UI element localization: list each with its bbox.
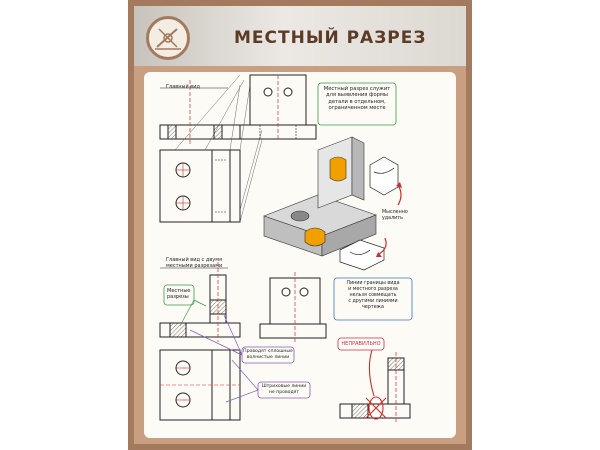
main-view-sections-label: Главный вид с двумя местными разрезами (166, 257, 223, 269)
definition-note-frame (317, 82, 397, 126)
side-view (239, 74, 317, 140)
mentally-remove-label: Мысленно удалить (382, 210, 408, 221)
boundary-note-frame (333, 277, 413, 321)
arrow-remove-top (397, 184, 402, 206)
wavy-note-frame (241, 346, 295, 364)
removed-piece-top (369, 156, 399, 196)
callout-lines (179, 299, 259, 403)
isometric-part (263, 136, 377, 257)
drafting-tools-icon (146, 16, 190, 60)
main-view-label: Главный вид (166, 84, 200, 90)
hatch-lines-note: Штриховые линии не проводят (261, 384, 307, 395)
removed-piece-bottom (339, 239, 385, 271)
sectioned-view (159, 262, 241, 342)
bottom-plan-view (159, 349, 241, 421)
hatch-note-frame (257, 381, 311, 399)
arrow-remove-bottom (378, 237, 387, 255)
center-side-view (259, 272, 327, 342)
boundary-note: Линии границы вида и местного разреза не… (346, 281, 400, 310)
wrong-label: НЕПРАВИЛЬНО (341, 341, 381, 347)
poster-title: МЕСТНЫЙ РАЗРЕЗ (234, 28, 427, 48)
top-view (159, 149, 241, 223)
wrong-example (339, 352, 411, 422)
local-sections-label: Местные разрезы (167, 288, 191, 300)
local-sections-frame (163, 284, 195, 306)
definition-note: Местный разрез служит для выявления форм… (323, 86, 391, 111)
wavy-lines-note: Проводят сплошные волнистые линии (243, 349, 293, 360)
projection-lines (174, 74, 263, 223)
wrong-marks (365, 349, 387, 420)
wrong-badge-frame (337, 337, 385, 351)
poster-header: МЕСТНЫЙ РАЗРЕЗ (134, 6, 466, 66)
